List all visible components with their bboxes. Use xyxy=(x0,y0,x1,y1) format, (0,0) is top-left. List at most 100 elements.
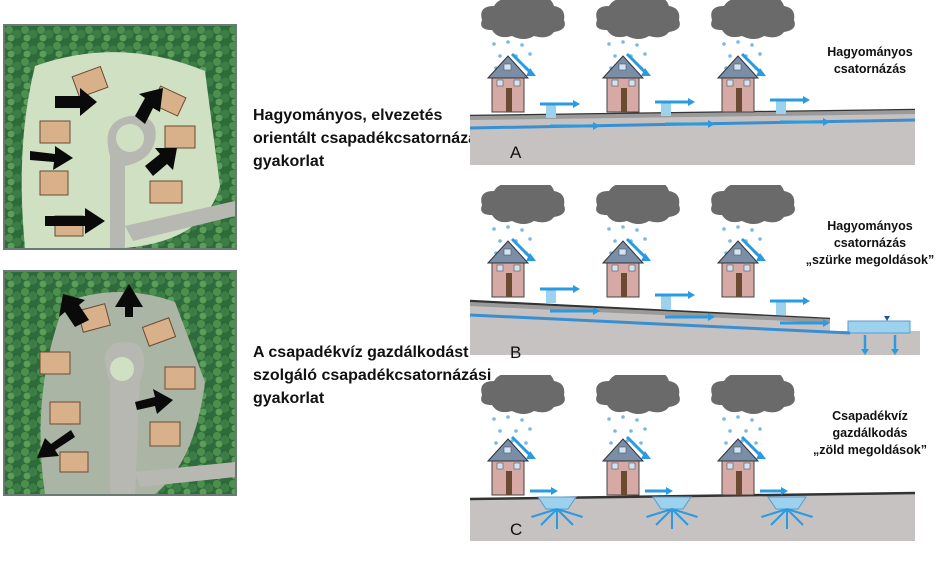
arrow-head xyxy=(688,291,695,299)
arrow-head xyxy=(526,253,536,261)
raindrop xyxy=(506,225,510,229)
gutter-drop xyxy=(661,102,671,116)
ground-surface xyxy=(469,299,831,321)
raindrop xyxy=(506,40,510,44)
scene-label-line: gazdálkodás xyxy=(832,426,908,440)
scene-b-illustration xyxy=(469,180,920,355)
scene-label-line: „zöld megoldások” xyxy=(813,443,927,457)
cloud-icon xyxy=(481,0,565,39)
raindrop xyxy=(498,239,502,243)
raindrop xyxy=(728,54,732,58)
raindrop xyxy=(506,415,510,419)
gutter-drop xyxy=(546,104,556,118)
scene-label-line: csatornázás xyxy=(833,62,907,76)
roof-runoff-arrow xyxy=(740,237,764,261)
infiltration-arrow xyxy=(540,508,558,526)
house-window xyxy=(743,79,751,87)
arrow-head xyxy=(803,96,810,104)
gutter-drop xyxy=(661,295,671,309)
house-door xyxy=(736,471,742,495)
house-door xyxy=(736,88,742,112)
arrow-head xyxy=(593,122,600,130)
house-window xyxy=(496,462,504,470)
scene-label: Csapadékvíz gazdálkodás „zöld megoldások… xyxy=(800,408,940,459)
ground xyxy=(470,110,915,165)
ground xyxy=(470,493,915,541)
raindrop xyxy=(728,239,732,243)
house-window xyxy=(618,446,627,454)
arrow-head xyxy=(688,98,695,106)
house-window xyxy=(628,264,636,272)
raindrop xyxy=(750,418,754,422)
raindrop xyxy=(635,43,639,47)
scene-label-line: „szürke megoldások” xyxy=(805,253,935,267)
drainage-arrow-icon xyxy=(30,88,177,234)
raindrop xyxy=(621,415,625,419)
raindrop xyxy=(643,427,647,431)
house-window xyxy=(503,446,512,454)
infiltration-arrow xyxy=(770,508,788,526)
scene-c: C Csapadékvíz gazdálkodás „zöld megoldás… xyxy=(469,370,948,561)
raindrop xyxy=(722,42,726,46)
arrow-head xyxy=(756,451,766,459)
house-window xyxy=(628,79,636,87)
roof-runoff-arrow xyxy=(740,52,764,76)
arrow-head xyxy=(593,307,600,315)
raindrop xyxy=(722,227,726,231)
raindrop xyxy=(621,40,625,44)
cloud-icon xyxy=(481,180,565,224)
arrow-head xyxy=(551,487,558,495)
arrow-head xyxy=(781,487,788,495)
infiltration-swale xyxy=(767,496,807,510)
raindrop xyxy=(607,42,611,46)
raindrop xyxy=(750,43,754,47)
house-window xyxy=(733,446,742,454)
raindrop xyxy=(643,52,647,56)
raindrop xyxy=(492,417,496,421)
infiltration-arrow xyxy=(786,508,813,518)
raindrop xyxy=(613,239,617,243)
scene-label-line: Csapadékvíz xyxy=(832,409,908,423)
arrow-head xyxy=(641,68,651,76)
caption-line: szolgáló csapadékcsatornázási xyxy=(253,367,492,384)
house-door xyxy=(736,273,742,297)
house-window xyxy=(726,462,734,470)
infiltration-arrow xyxy=(646,508,673,518)
cloud-icon xyxy=(596,370,680,414)
raindrop xyxy=(492,227,496,231)
drainage-arrow-icon xyxy=(37,284,173,458)
house-window xyxy=(496,79,504,87)
caption-line: A csapadékvíz gazdálkodást xyxy=(253,344,469,361)
house-window xyxy=(496,264,504,272)
house-window xyxy=(726,264,734,272)
gutter-drop xyxy=(776,301,786,315)
scene-label: Hagyományos csatornázás xyxy=(800,44,940,78)
house-window xyxy=(743,462,751,470)
raindrop xyxy=(736,40,740,44)
infiltration-swale xyxy=(652,496,692,510)
scene-letter: B xyxy=(510,343,522,362)
scene-a: A Hagyományos csatornázás xyxy=(469,0,948,185)
house-door xyxy=(621,273,627,297)
raindrop xyxy=(498,429,502,433)
raindrop xyxy=(514,429,518,433)
site-plan-water-management xyxy=(3,270,237,496)
arrow-head xyxy=(641,253,651,261)
raindrop xyxy=(524,441,528,445)
raindrop xyxy=(643,237,647,241)
ground xyxy=(830,331,920,355)
arrow-head xyxy=(823,319,830,327)
arrow-head xyxy=(641,451,651,459)
scene-letter: C xyxy=(510,520,523,539)
raindrop xyxy=(520,228,524,232)
raindrop xyxy=(528,237,532,241)
raindrop xyxy=(722,417,726,421)
raindrop xyxy=(609,441,613,445)
raindrop xyxy=(494,441,498,445)
raindrop xyxy=(613,54,617,58)
caption-traditional: Hagyományos, elvezetés orientált csapadé… xyxy=(253,104,490,173)
scene-label-line: Hagyományos xyxy=(827,45,913,59)
arrow-head xyxy=(573,100,580,108)
raindrop xyxy=(607,417,611,421)
raindrop xyxy=(528,427,532,431)
